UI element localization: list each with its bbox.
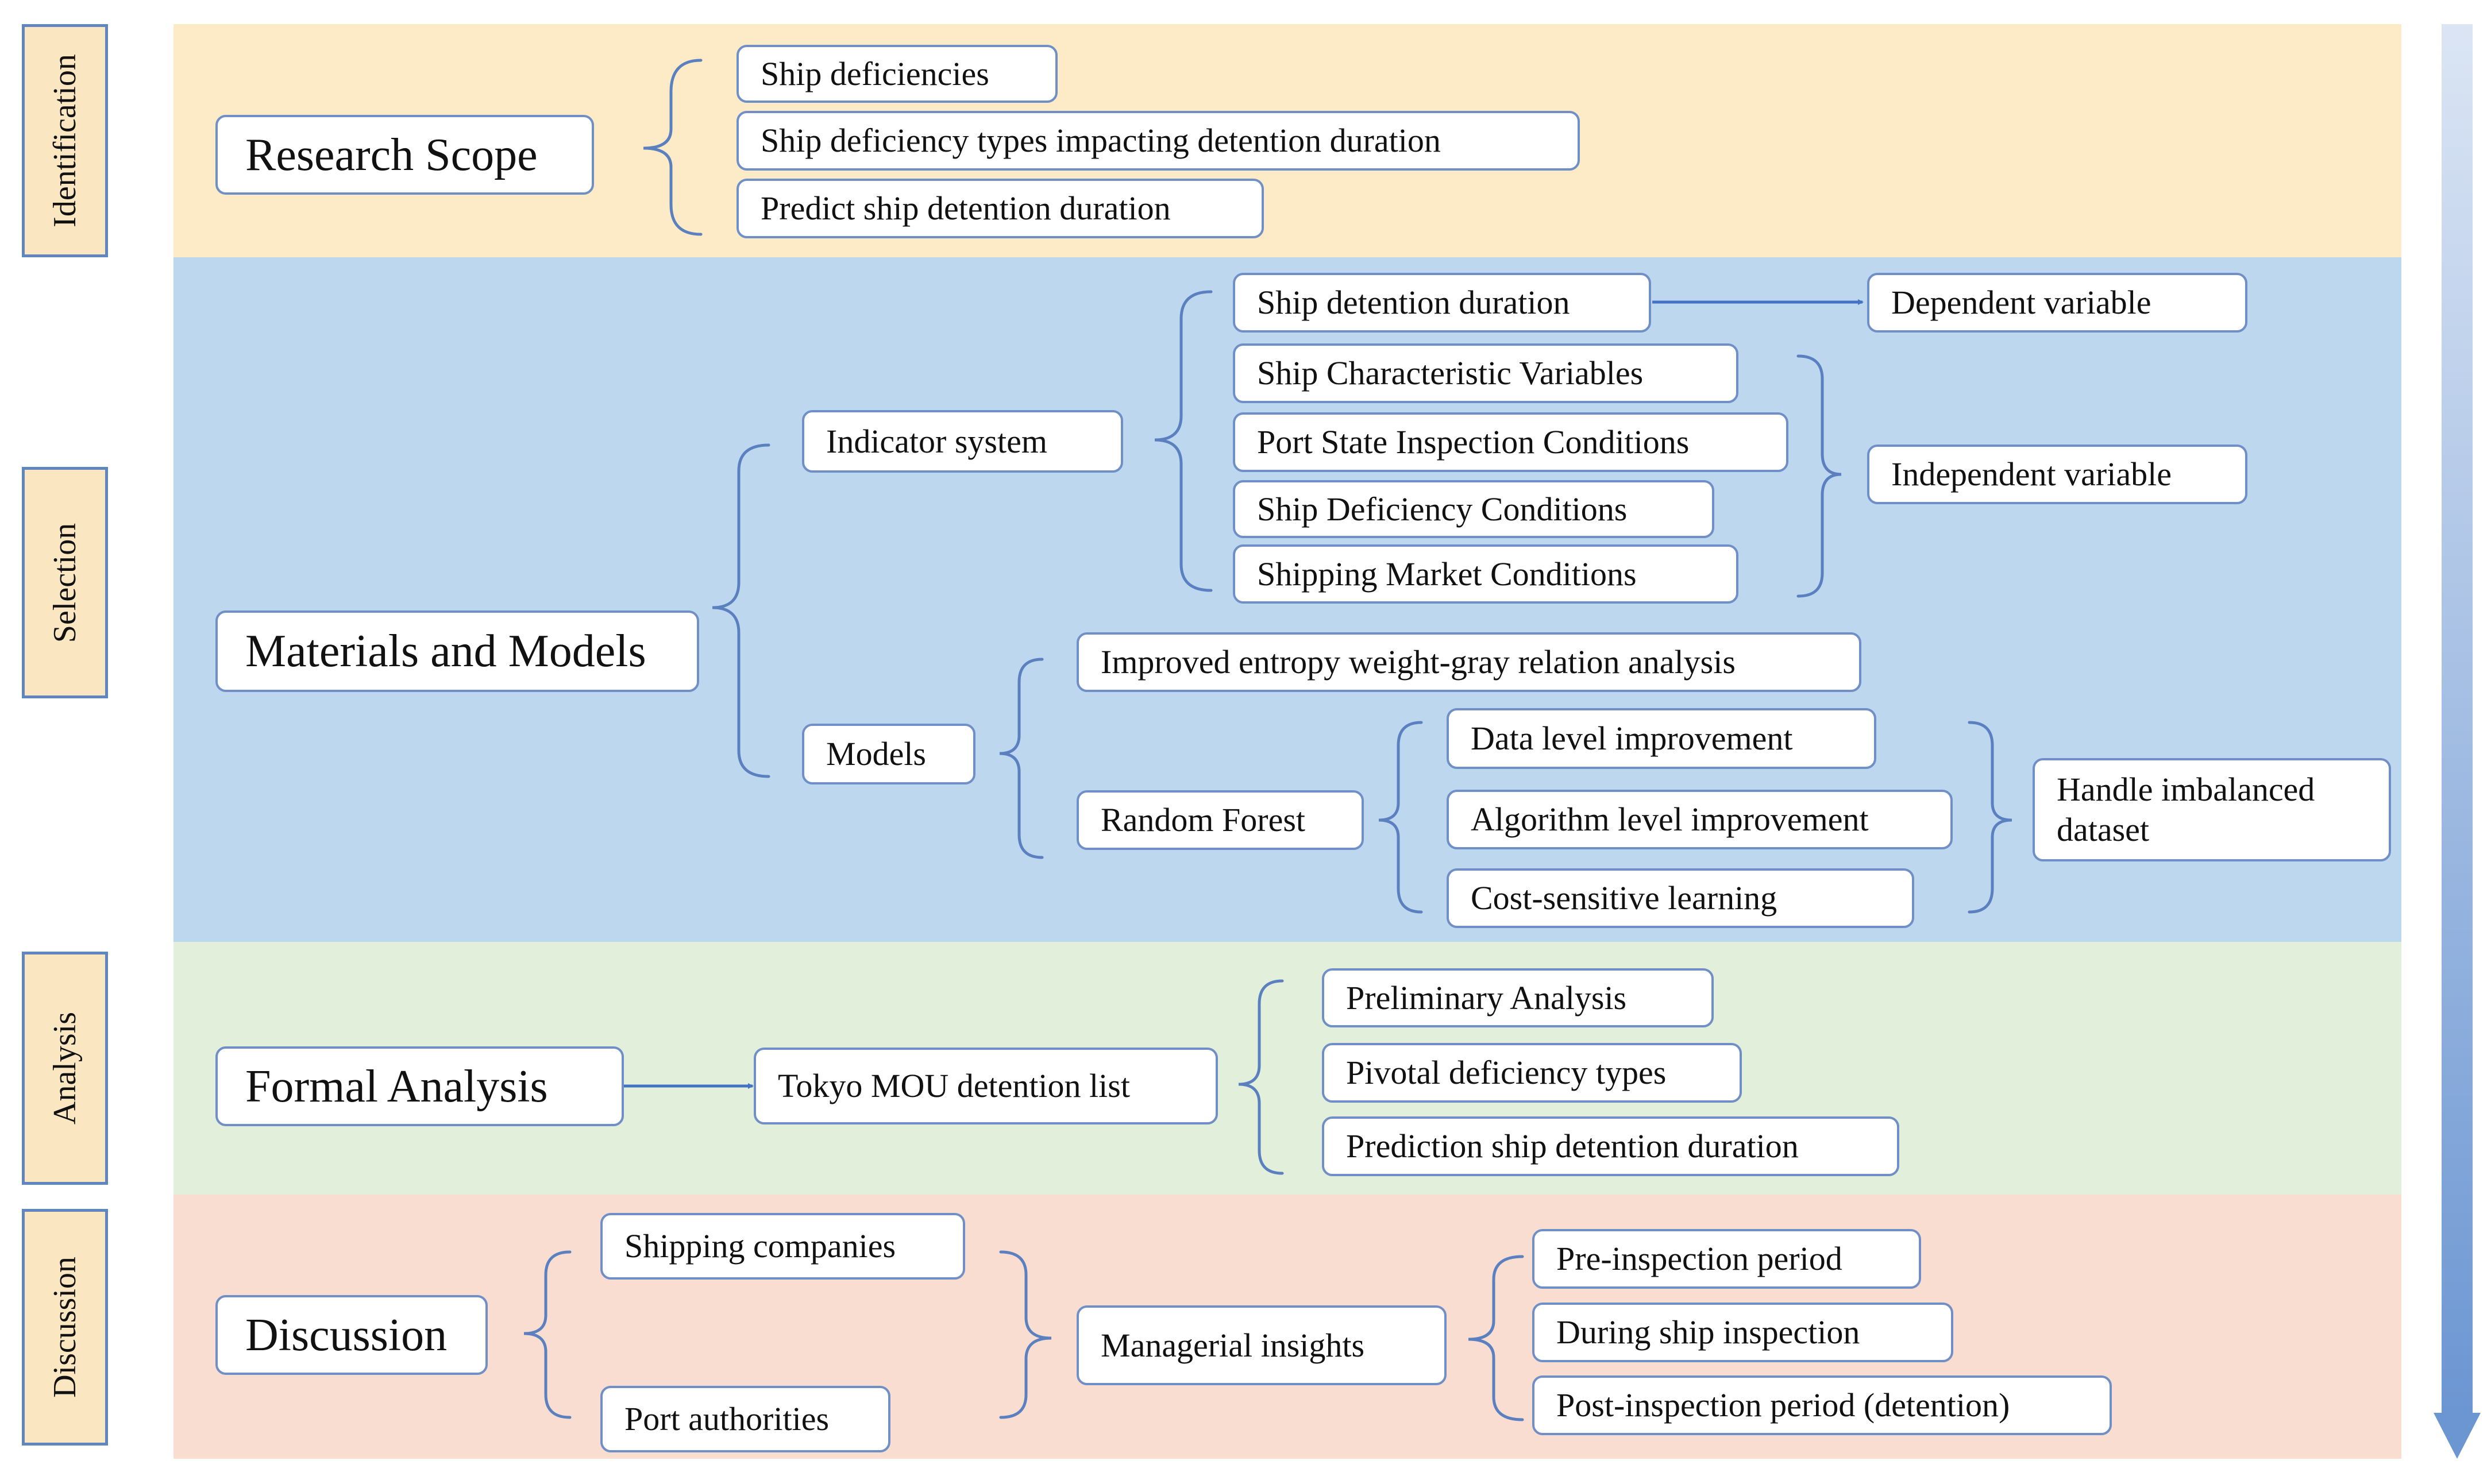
rf-item-algorithm-level: Algorithm level improvement xyxy=(1447,790,1953,849)
formal-analysis-box: Formal Analysis xyxy=(215,1046,624,1126)
analysis-item-pivotal: Pivotal deficiency types xyxy=(1322,1043,1742,1103)
shipping-companies-box: Shipping companies xyxy=(600,1213,965,1280)
brace-independent-variable xyxy=(1796,354,1842,598)
brace-discussion xyxy=(523,1250,572,1419)
analysis-item-prediction: Prediction ship detention duration xyxy=(1322,1116,1899,1176)
port-authorities-box: Port authorities xyxy=(600,1386,890,1452)
tokyo-mou-box: Tokyo MOU detention list xyxy=(754,1048,1218,1124)
brace-imbalanced xyxy=(1968,721,2012,914)
materials-models-box: Materials and Models xyxy=(215,610,699,692)
scope-item-deficiency-types: Ship deficiency types impacting detentio… xyxy=(736,111,1580,171)
rf-item-cost-sensitive: Cost-sensitive learning xyxy=(1447,868,1914,928)
independent-item-deficiency-conditions: Ship Deficiency Conditions xyxy=(1233,480,1714,538)
indicator-system-box: Indicator system xyxy=(802,410,1123,473)
independent-item-ship-characteristics: Ship Characteristic Variables xyxy=(1233,343,1738,403)
independent-item-port-state: Port State Inspection Conditions xyxy=(1233,412,1788,472)
independent-item-market-conditions: Shipping Market Conditions xyxy=(1233,544,1738,604)
brace-research-scope xyxy=(643,59,703,236)
stage-label-discussion: Discussion xyxy=(22,1209,108,1446)
entropy-analysis-box: Improved entropy weight-gray relation an… xyxy=(1077,632,1861,692)
flow-arrow-shaft xyxy=(2442,24,2473,1414)
period-during-inspection: During ship inspection xyxy=(1532,1303,1953,1362)
models-box: Models xyxy=(802,724,975,784)
scope-item-predict-duration: Predict ship detention duration xyxy=(736,179,1264,238)
discussion-box: Discussion xyxy=(215,1295,488,1375)
independent-variable-box: Independent variable xyxy=(1867,445,2247,504)
period-post-inspection: Post-inspection period (detention) xyxy=(1532,1375,2112,1435)
brace-models xyxy=(999,658,1044,859)
brace-insights xyxy=(1468,1255,1524,1421)
stage-label-identification: Identification xyxy=(22,24,108,257)
research-scope-box: Research Scope xyxy=(215,115,594,195)
period-pre-inspection: Pre-inspection period xyxy=(1532,1229,1921,1289)
scope-item-ship-deficiencies: Ship deficiencies xyxy=(736,45,1058,103)
brace-tokyo xyxy=(1238,979,1284,1175)
managerial-insights-box: Managerial insights xyxy=(1077,1305,1447,1385)
brace-random-forest xyxy=(1378,721,1423,914)
dependent-variable-box: Dependent variable xyxy=(1867,273,2247,333)
analysis-item-preliminary: Preliminary Analysis xyxy=(1322,968,1714,1027)
stage-label-analysis: Analysis xyxy=(22,952,108,1185)
brace-materials-models xyxy=(712,443,770,778)
brace-indicator-system xyxy=(1154,290,1213,592)
detention-duration-box: Ship detention duration xyxy=(1233,273,1651,333)
brace-stakeholders xyxy=(999,1250,1052,1419)
random-forest-box: Random Forest xyxy=(1077,790,1364,850)
stage-label-selection: Selection xyxy=(22,467,108,698)
rf-item-data-level: Data level improvement xyxy=(1447,708,1876,769)
imbalanced-dataset-box: Handle imbalanced dataset xyxy=(2033,758,2391,861)
flow-arrow-head xyxy=(2434,1413,2481,1459)
